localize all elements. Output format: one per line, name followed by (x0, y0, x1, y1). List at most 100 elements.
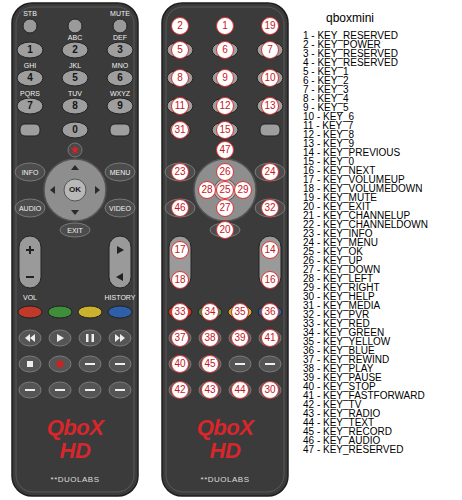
callout-circle (172, 242, 189, 259)
button-caption: JKL (69, 62, 81, 69)
button-digit: 7 (27, 101, 33, 111)
callout-number: 25 (219, 185, 230, 195)
callout-number: 44 (234, 385, 245, 395)
callout-number: 39 (234, 333, 245, 343)
callout-circle (172, 18, 189, 35)
callout-circle (235, 182, 252, 199)
callout-number: 15 (219, 125, 230, 135)
callout-circles (172, 18, 279, 399)
button-label: VIDEO (109, 205, 131, 212)
callout-number: 19 (264, 21, 275, 31)
callout-number: 38 (204, 333, 215, 343)
callout-circle (262, 242, 279, 259)
button-caption: VOL (23, 294, 37, 301)
callout-number: 18 (174, 275, 185, 285)
callout-number: 10 (264, 73, 275, 83)
callout-circle (217, 42, 234, 59)
callout-number: 37 (174, 333, 185, 343)
callout-number: 41 (264, 333, 275, 343)
brand-logo: HD (210, 440, 241, 462)
button-caption: WXYZ (110, 90, 130, 97)
callout-number: 6 (222, 45, 228, 55)
callout-number: 23 (174, 167, 185, 177)
callout-number: 47 (219, 145, 230, 155)
button-label: INFO (22, 169, 39, 176)
button-caption: PQRS (20, 90, 40, 97)
button-digit: 8 (72, 101, 78, 111)
callout-number: 13 (264, 101, 275, 111)
callout-circle (262, 330, 279, 347)
callout-circle (172, 200, 189, 217)
callout-circle (217, 142, 234, 159)
remote-left (12, 3, 138, 496)
button-caption: GHI (24, 62, 36, 69)
button-caption: MNO (112, 62, 128, 69)
callout-circle (262, 304, 279, 321)
callout-circle (232, 330, 249, 347)
callout-number: 30 (264, 385, 275, 395)
callout-number: 40 (174, 359, 185, 369)
callout-number: 12 (219, 101, 230, 111)
callout-circle (232, 382, 249, 399)
callout-number: 11 (175, 101, 185, 111)
callout-circle (217, 122, 234, 139)
callout-number: 27 (219, 203, 230, 213)
callout-circle (262, 200, 279, 217)
callout-circle (172, 304, 189, 321)
callout-number: 9 (222, 73, 228, 83)
callout-circle (202, 382, 219, 399)
callout-number: 32 (264, 203, 275, 213)
button-digit: 9 (117, 101, 123, 111)
callout-number: 29 (237, 185, 248, 195)
callout-number: 8 (177, 73, 183, 83)
callout-circle (262, 164, 279, 181)
button-label: AUDIO (19, 205, 41, 212)
callout-circle (217, 164, 234, 181)
button-caption: MUTE (110, 10, 130, 17)
button-digit: 5 (72, 73, 78, 83)
button-label: EXIT (67, 227, 83, 234)
callout-circle (172, 272, 189, 289)
callout-circle (217, 222, 234, 239)
button-digit: 3 (117, 45, 123, 55)
callout-circle (262, 42, 279, 59)
callout-circle (172, 98, 189, 115)
callout-number: 45 (204, 359, 215, 369)
callout-circle (202, 356, 219, 373)
button-caption: ABC (68, 34, 82, 41)
callout-number: 42 (174, 385, 185, 395)
button-label: MENU (110, 169, 131, 176)
callout-circle (172, 42, 189, 59)
callout-circle (172, 164, 189, 181)
callout-circle (199, 182, 216, 199)
callout-circle (232, 304, 249, 321)
button-digit: 6 (117, 73, 123, 83)
callout-number: 43 (204, 385, 215, 395)
button-label: OK (69, 186, 81, 194)
callout-number: 33 (174, 307, 185, 317)
callout-circle (172, 330, 189, 347)
callout-circle (172, 382, 189, 399)
callout-number: 28 (201, 185, 212, 195)
callout-circle (202, 330, 219, 347)
callout-circle (262, 272, 279, 289)
remote-right (162, 3, 288, 496)
callout-circle (217, 200, 234, 217)
callout-number: 24 (264, 167, 275, 177)
callout-number: 36 (264, 307, 275, 317)
button-digit: 2 (72, 45, 78, 55)
brand-name: **DUOLABS (201, 476, 250, 484)
key-mapping: 47 - KEY_RESERVED (303, 445, 403, 455)
callout-circle (217, 98, 234, 115)
diagram-title: qboxmini (326, 12, 374, 24)
brand-name: **DUOLABS (51, 476, 100, 484)
callout-number: 16 (264, 275, 275, 285)
callout-circle (172, 356, 189, 373)
callout-number: 2 (177, 21, 183, 31)
callout-circle (262, 70, 279, 87)
button-digit: 1 (27, 45, 33, 55)
callout-circle (172, 122, 189, 139)
callout-circle (202, 304, 219, 321)
button-caption: STB (23, 10, 37, 17)
callout-circle (262, 98, 279, 115)
